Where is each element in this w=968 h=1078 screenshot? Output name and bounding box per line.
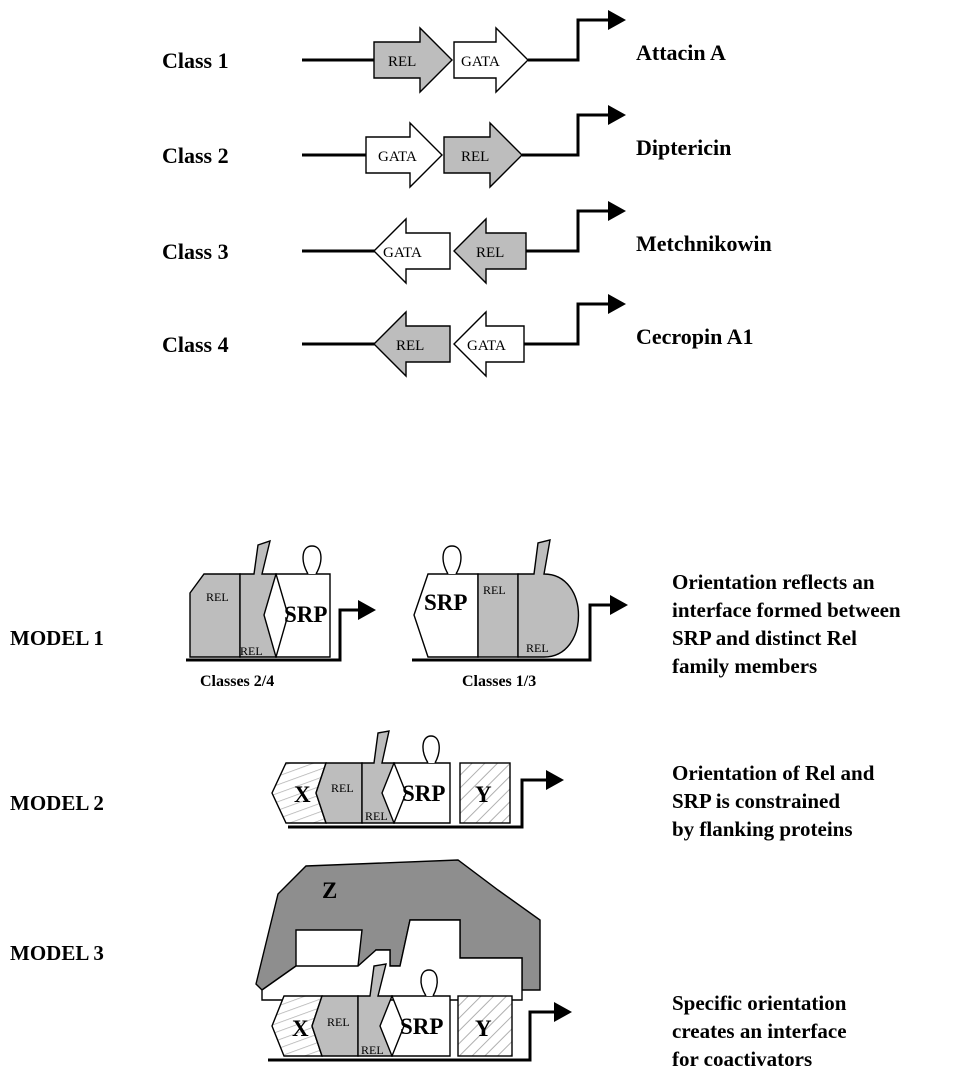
model-1: MODEL 1 REL REL SRP Classes 2/4 SRP REL … — [10, 540, 901, 690]
gene-name: Metchnikowin — [636, 231, 772, 256]
transcription-start-arrow — [528, 20, 610, 60]
rel-label: REL — [240, 644, 263, 658]
srp-domain — [303, 546, 321, 574]
model-3: MODEL 3 Z X REL REL SRP Y Specific orien… — [10, 860, 847, 1071]
arrow-head — [608, 10, 626, 30]
y-label: Y — [475, 782, 492, 807]
model-2-desc-line: by flanking proteins — [672, 817, 853, 841]
gene-name: Cecropin A1 — [636, 324, 754, 349]
srp-domain — [421, 970, 437, 996]
arrow-head — [554, 1002, 572, 1022]
srp-label: SRP — [402, 781, 445, 806]
srp-domain — [443, 546, 461, 574]
rel-label: REL — [331, 781, 354, 795]
x-label: X — [294, 782, 311, 807]
model-2-desc-line: Orientation of Rel and — [672, 761, 875, 785]
model-3-desc-line: Specific orientation — [672, 991, 847, 1015]
gata-site-label: GATA — [461, 54, 500, 70]
gata-site-label: GATA — [378, 149, 417, 165]
model-label: MODEL 3 — [10, 941, 104, 965]
model-3-desc-line: creates an interface — [672, 1019, 847, 1043]
rel-label: REL — [526, 641, 549, 655]
x-label: X — [292, 1016, 309, 1041]
transcription-start-arrow — [522, 115, 610, 155]
rel-label: REL — [365, 809, 388, 823]
rel-protein-partner — [518, 540, 579, 657]
arrow-head — [608, 294, 626, 314]
srp-label: SRP — [284, 602, 327, 627]
rel-site-label: REL — [388, 54, 416, 70]
gene-name: Diptericin — [636, 135, 731, 160]
gata-site-label: GATA — [467, 338, 506, 354]
class-label: Class 2 — [162, 143, 229, 168]
arrow-head — [610, 595, 628, 615]
model-2: MODEL 2 X REL REL SRP Y Orientation of R… — [10, 731, 875, 841]
rel-protein-partner — [240, 541, 276, 657]
class-2-row: Class 2 GATA REL Diptericin — [162, 105, 731, 187]
y-label: Y — [475, 1016, 492, 1041]
model-label: MODEL 2 — [10, 791, 104, 815]
transcription-start-arrow — [526, 211, 610, 251]
rel-site-label: REL — [461, 149, 489, 165]
model-3-desc-line: for coactivators — [672, 1047, 812, 1071]
model-1-desc-line: SRP and distinct Rel — [672, 626, 857, 650]
model-1-caption: Classes 2/4 — [200, 673, 274, 690]
model-1-complex-classes-2-4: REL REL SRP Classes 2/4 — [186, 541, 376, 690]
srp-protein — [414, 574, 478, 657]
arrow-head — [608, 105, 626, 125]
rel-site-label: REL — [476, 245, 504, 261]
model-1-complex-classes-1-3: SRP REL REL Classes 1/3 — [412, 540, 628, 690]
arrow-head — [358, 600, 376, 620]
model-1-caption: Classes 1/3 — [462, 673, 536, 690]
class-3-row: Class 3 GATA REL Metchnikowin — [162, 201, 772, 283]
srp-domain — [423, 736, 439, 763]
class-4-row: Class 4 REL GATA Cecropin A1 — [162, 294, 754, 376]
class-1-row: Class 1 REL GATA Attacin A — [162, 10, 726, 92]
rel-label: REL — [327, 1015, 350, 1029]
model-1-desc-line: Orientation reflects an — [672, 570, 875, 594]
class-label: Class 3 — [162, 239, 229, 264]
arrow-head — [608, 201, 626, 221]
rel-label: REL — [206, 590, 229, 604]
class-label: Class 4 — [162, 332, 229, 357]
model-label: MODEL 1 — [10, 626, 104, 650]
gata-site-label: GATA — [383, 245, 422, 261]
model-2-desc-line: SRP is constrained — [672, 789, 840, 813]
model-1-desc-line: interface formed between — [672, 598, 901, 622]
rel-site-label: REL — [396, 338, 424, 354]
rel-protein — [190, 574, 240, 657]
rel-label: REL — [483, 583, 506, 597]
gene-name: Attacin A — [636, 40, 726, 65]
srp-label: SRP — [400, 1014, 443, 1039]
arrow-head — [546, 770, 564, 790]
z-label: Z — [322, 878, 337, 903]
transcription-start-arrow — [524, 304, 610, 344]
rel-label: REL — [361, 1043, 384, 1057]
class-label: Class 1 — [162, 48, 229, 73]
srp-label: SRP — [424, 590, 467, 615]
model-1-desc-line: family members — [672, 654, 817, 678]
